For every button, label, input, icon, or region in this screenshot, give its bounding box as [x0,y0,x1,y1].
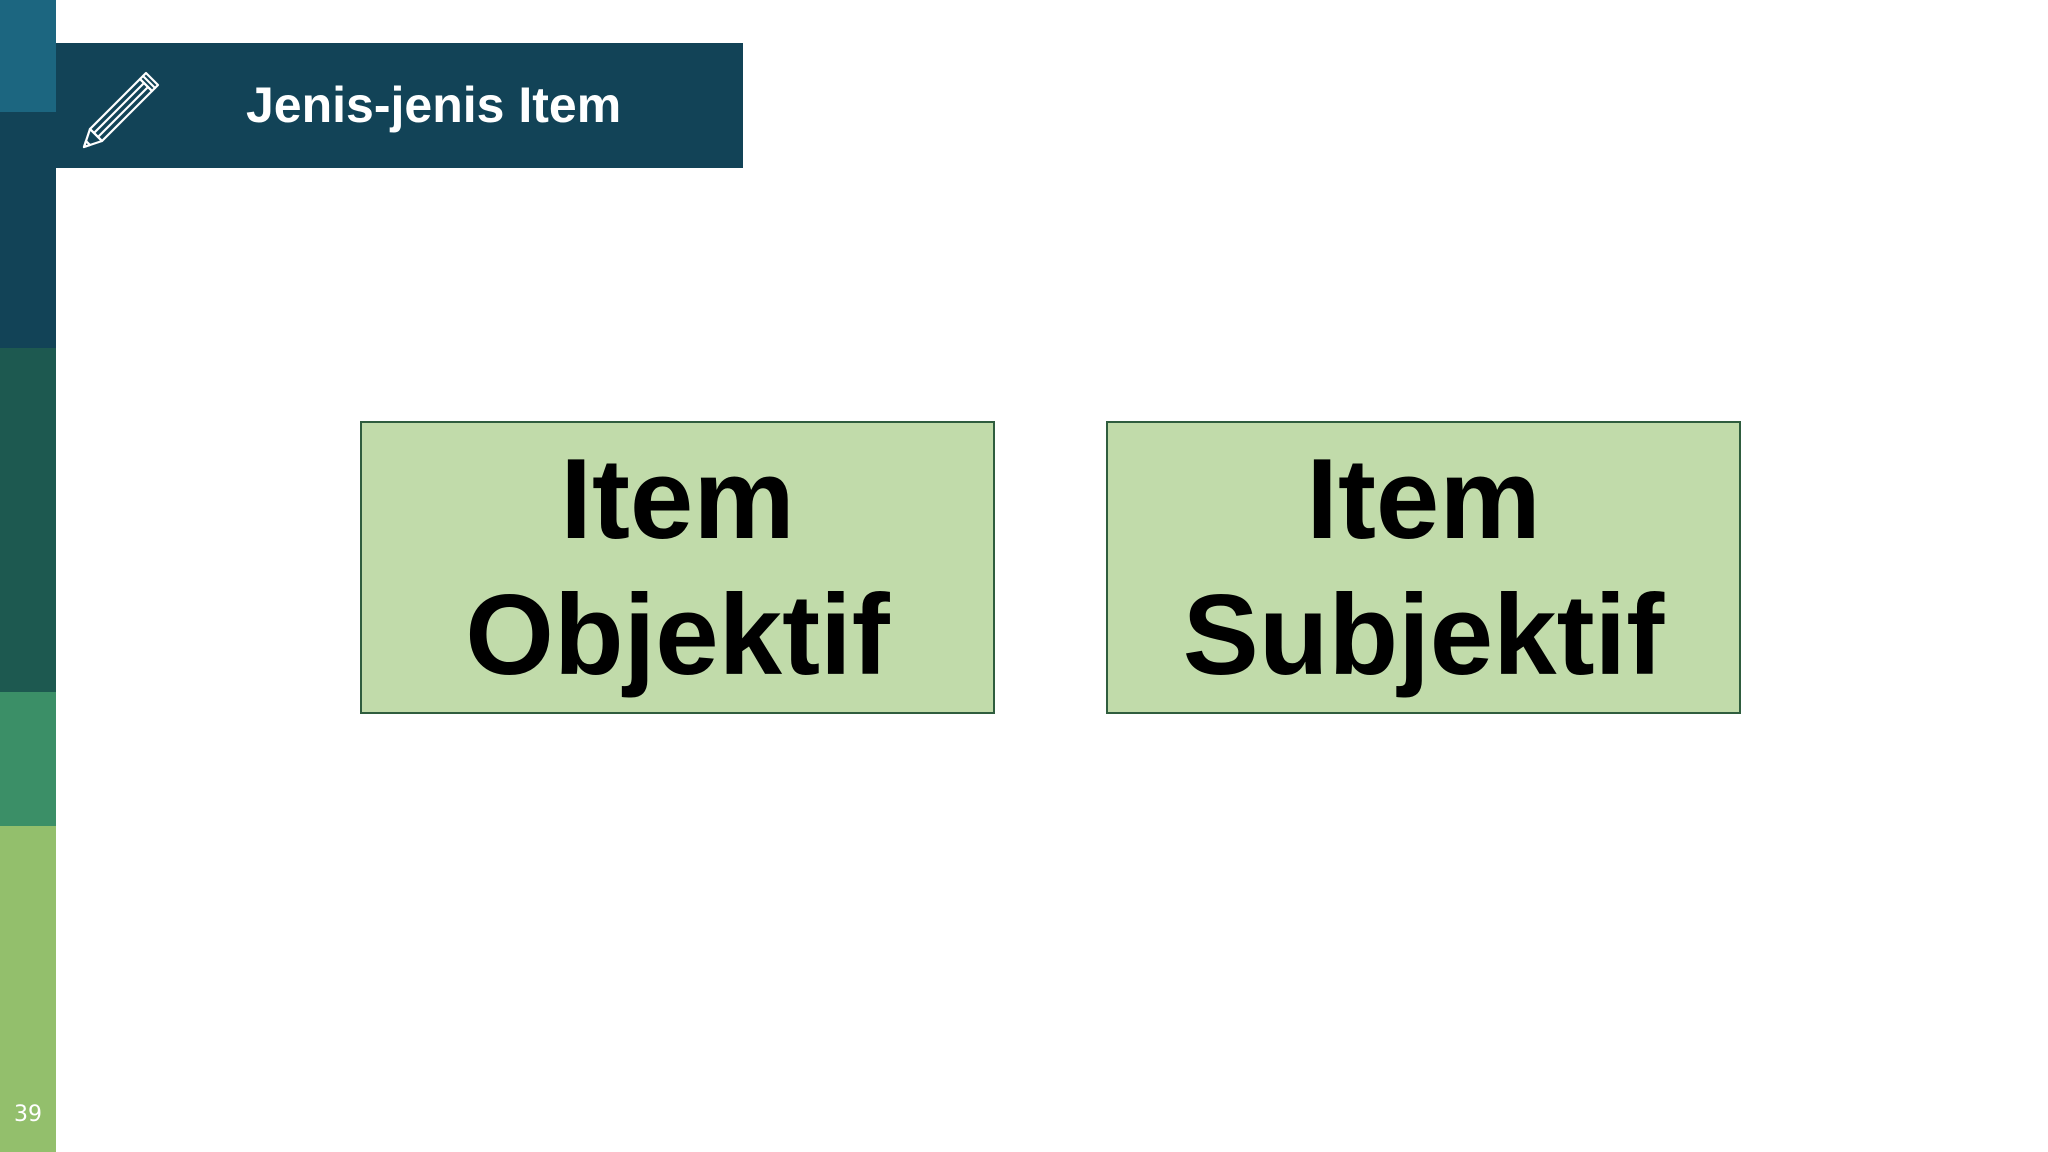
strip-segment [0,0,56,112]
strip-segment [0,692,56,826]
page-number: 39 [14,1102,42,1127]
strip-segment [0,112,56,348]
title-banner: Jenis-jenis Item [56,43,743,168]
item-box-line: Item [1306,435,1541,563]
slide-title: Jenis-jenis Item [246,77,622,133]
item-box-line: Item [560,435,795,563]
item-box-line: Subjektif [1182,571,1665,699]
strip-segment [0,826,56,1152]
pencil-icon [78,63,164,149]
item-box-line: Objektif [465,571,890,699]
left-color-strip [0,0,56,1152]
item-objektif-box: Item Objektif [360,421,995,714]
item-subjektif-box: Item Subjektif [1106,421,1741,714]
strip-segment [0,348,56,692]
